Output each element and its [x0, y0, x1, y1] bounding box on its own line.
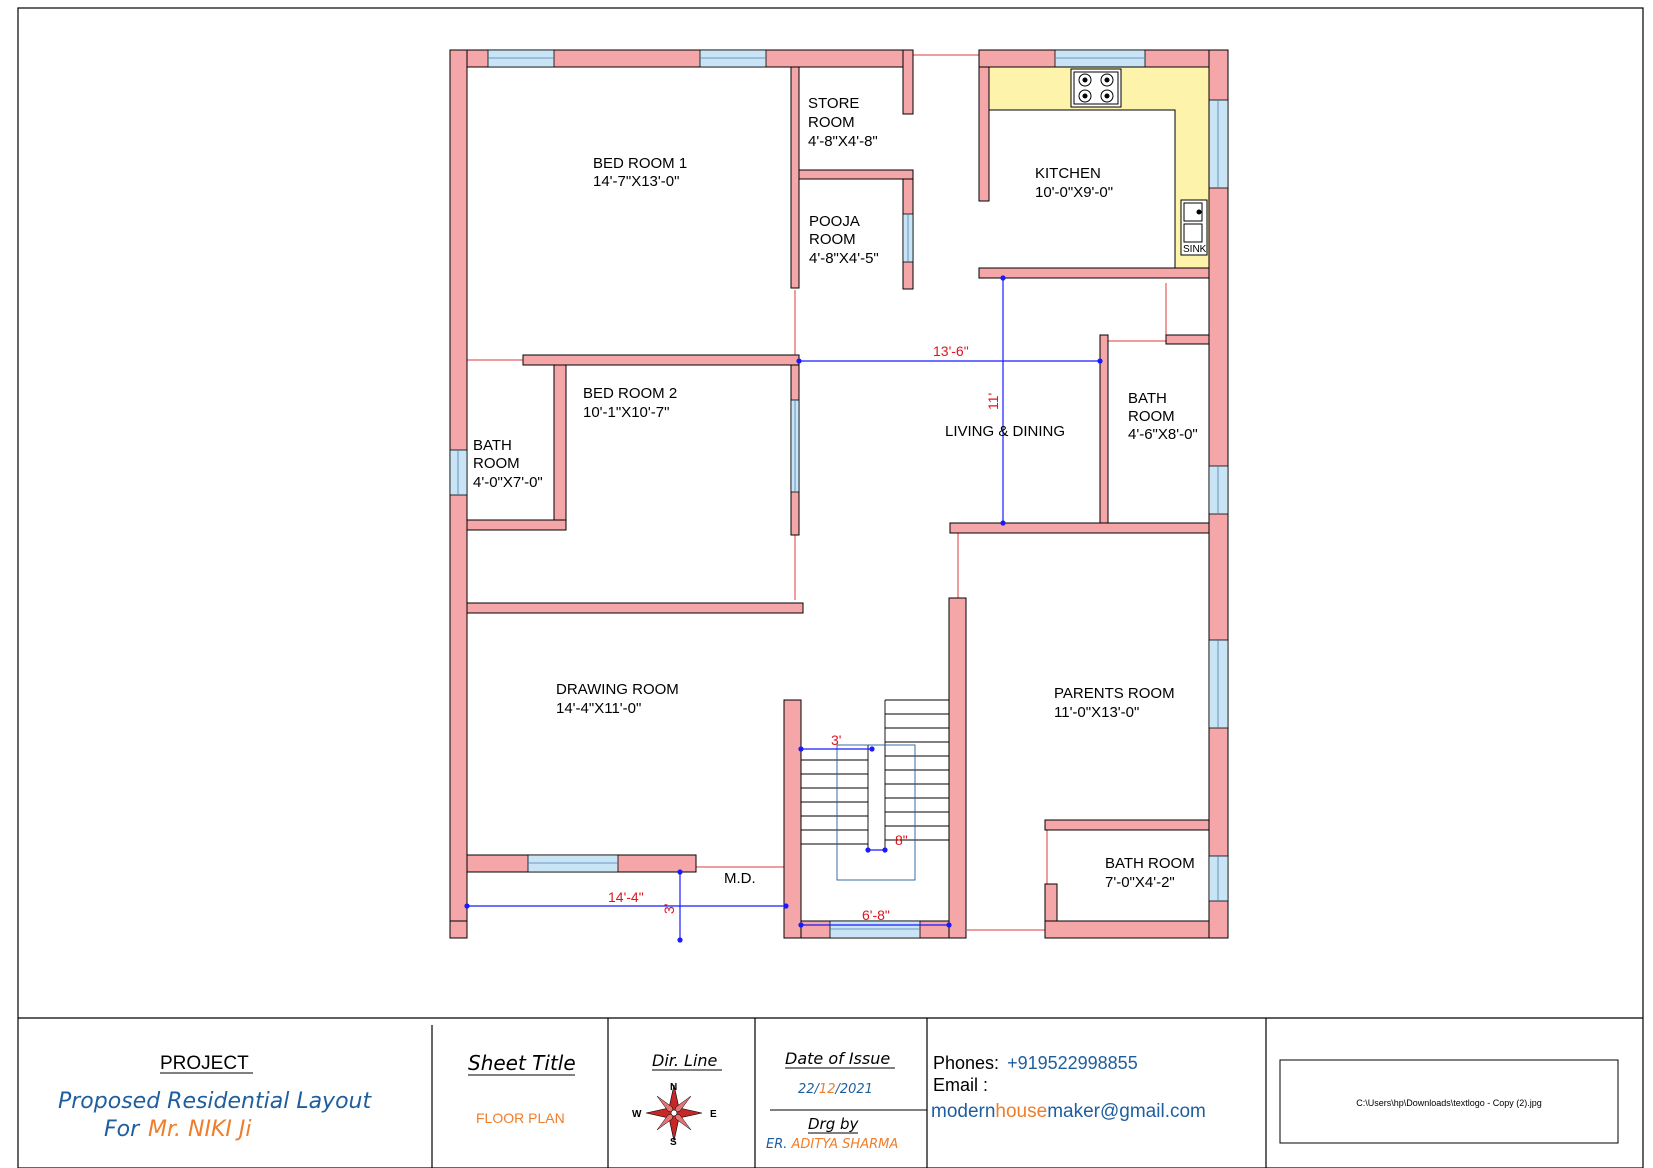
project-for: For [104, 1117, 141, 1142]
bed-room-1-size: 14'-7"X13'-0" [593, 173, 679, 190]
email-label: Email : [933, 1075, 988, 1095]
pooja-room-label-1: POOJA [809, 213, 860, 230]
store-room-label-1: STORE [808, 95, 859, 112]
sink-icon [1180, 199, 1208, 256]
compass-n: N [670, 1082, 677, 1093]
logo-box [1279, 1059, 1619, 1144]
sink-label: SINK [1183, 244, 1207, 255]
dim-stair-width: 3' [831, 732, 841, 748]
drg-by-heading: Drg by [808, 1115, 860, 1133]
email-value[interactable]: modernhousemaker@gmail.com [931, 1101, 1206, 1122]
date-value: 22/12/2021 [798, 1082, 873, 1097]
pooja-room-label-2: ROOM [809, 231, 856, 248]
dim-porch-depth: 3' [661, 904, 677, 914]
client-name: Mr. NIKI Ji [148, 1117, 251, 1142]
bath-right-label-1: BATH [1128, 390, 1167, 407]
stove-icon [1070, 68, 1122, 108]
dim-living-depth: 11' [985, 393, 1001, 410]
pooja-room-size: 4'-8"X4'-5" [809, 250, 879, 267]
drawing-room-size: 14'-4"X11'-0" [556, 700, 641, 717]
bath-bottom-label: BATH ROOM [1105, 855, 1195, 872]
dim-drawing-width: 14'-4" [608, 889, 644, 905]
sheet-title: FLOOR PLAN [476, 1110, 565, 1126]
opening-lines [466, 54, 1218, 931]
drawing-room-label: DRAWING ROOM [556, 681, 679, 698]
bed-room-2-label: BED ROOM 2 [583, 385, 677, 402]
logo-path: C:\Users\hp\Downloads\textlogo - Copy (2… [1356, 1098, 1542, 1108]
main-door-label: M.D. [724, 870, 756, 887]
compass-w: W [632, 1109, 642, 1120]
window-glazing-lines [457, 57, 1219, 930]
parents-room-label: PARENTS ROOM [1054, 685, 1175, 702]
sheet-title-heading: Sheet Title [468, 1051, 576, 1075]
dim-living-width: 13'-6" [933, 343, 969, 359]
bath-left-label-2: ROOM [473, 455, 520, 472]
dimension-lines [464, 275, 1103, 943]
dir-line-heading: Dir. Line [652, 1051, 718, 1070]
staircase [801, 699, 949, 881]
parents-room-size: 11'-0"X13'-0" [1054, 704, 1139, 721]
bath-right-size: 4'-6"X8'-0" [1128, 426, 1198, 443]
bath-left-label-1: BATH [473, 437, 512, 454]
phones-line: Phones:+919522998855 [933, 1053, 1138, 1073]
floor-plan: SINK [449, 49, 1229, 943]
drawing-border [17, 7, 1644, 1168]
project-heading: PROJECT [160, 1053, 249, 1074]
living-dining-label: LIVING & DINING [945, 423, 1065, 440]
compass-s: S [670, 1137, 677, 1148]
date-heading: Date of Issue [785, 1049, 890, 1068]
compass-e: E [710, 1109, 717, 1120]
bath-bottom-size: 7'-0"X4'-2" [1105, 874, 1175, 891]
store-room-size: 4'-8"X4'-8" [808, 133, 878, 150]
kitchen-label: KITCHEN [1035, 165, 1101, 182]
bath-left-size: 4'-0"X7'-0" [473, 474, 543, 491]
kitchen-size: 10'-0"X9'-0" [1035, 184, 1113, 201]
bed-room-2-size: 10'-1"X10'-7" [583, 404, 669, 421]
compass-rose-icon [645, 1084, 703, 1142]
project-line-1: Proposed Residential Layout [58, 1089, 372, 1114]
store-room-label-2: ROOM [808, 114, 855, 131]
dim-stair-bottom: 6'-8" [862, 907, 890, 923]
title-block: PROJECT Proposed Residential Layout For … [58, 1018, 1619, 1168]
dim-stair-gap: 8" [895, 832, 908, 848]
drg-by-name: ER. ADITYA SHARMA [766, 1137, 898, 1152]
bath-right-label-2: ROOM [1128, 408, 1175, 425]
bed-room-1-label: BED ROOM 1 [593, 155, 687, 172]
